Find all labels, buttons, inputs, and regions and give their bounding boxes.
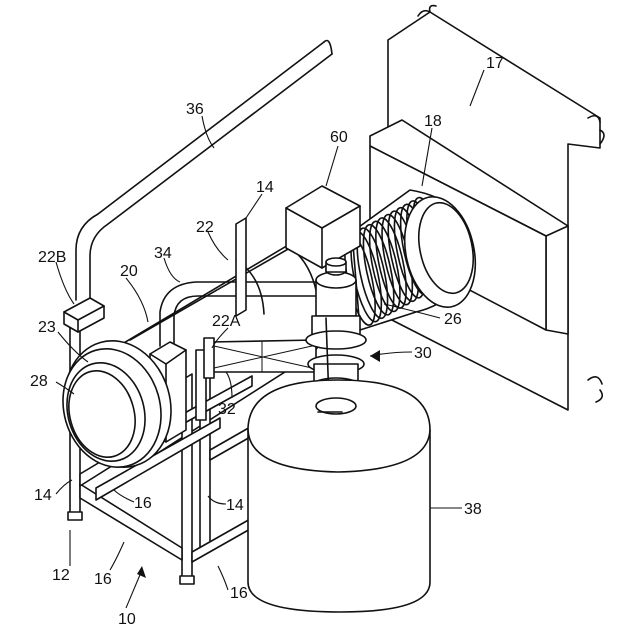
- label-14-right: 14: [226, 497, 244, 514]
- label-23: 23: [38, 319, 56, 336]
- label-32: 32: [218, 401, 236, 418]
- label-28: 28: [30, 373, 48, 390]
- label-12: 12: [52, 567, 70, 584]
- label-16-inner: 16: [134, 495, 152, 512]
- label-60: 60: [330, 129, 348, 146]
- label-36: 36: [186, 101, 204, 118]
- label-20: 20: [120, 263, 138, 280]
- label-16-right: 16: [230, 585, 248, 602]
- label-10: 10: [118, 611, 136, 628]
- arrow-30: [370, 350, 380, 362]
- label-14-left: 14: [34, 487, 52, 504]
- label-14-top: 14: [256, 179, 274, 196]
- mount-22b: [64, 298, 104, 332]
- label-22b: 22B: [38, 249, 66, 266]
- tank-38: [248, 380, 430, 612]
- label-34: 34: [154, 245, 172, 262]
- label-17: 17: [486, 55, 504, 72]
- label-26: 26: [444, 311, 462, 328]
- label-22a: 22A: [212, 313, 241, 330]
- label-22: 22: [196, 219, 214, 236]
- label-30: 30: [414, 345, 432, 362]
- truss-22a: [204, 338, 316, 378]
- label-16-front: 16: [94, 571, 112, 588]
- label-38: 38: [464, 501, 482, 518]
- arrow-10: [137, 566, 146, 578]
- label-18: 18: [424, 113, 442, 130]
